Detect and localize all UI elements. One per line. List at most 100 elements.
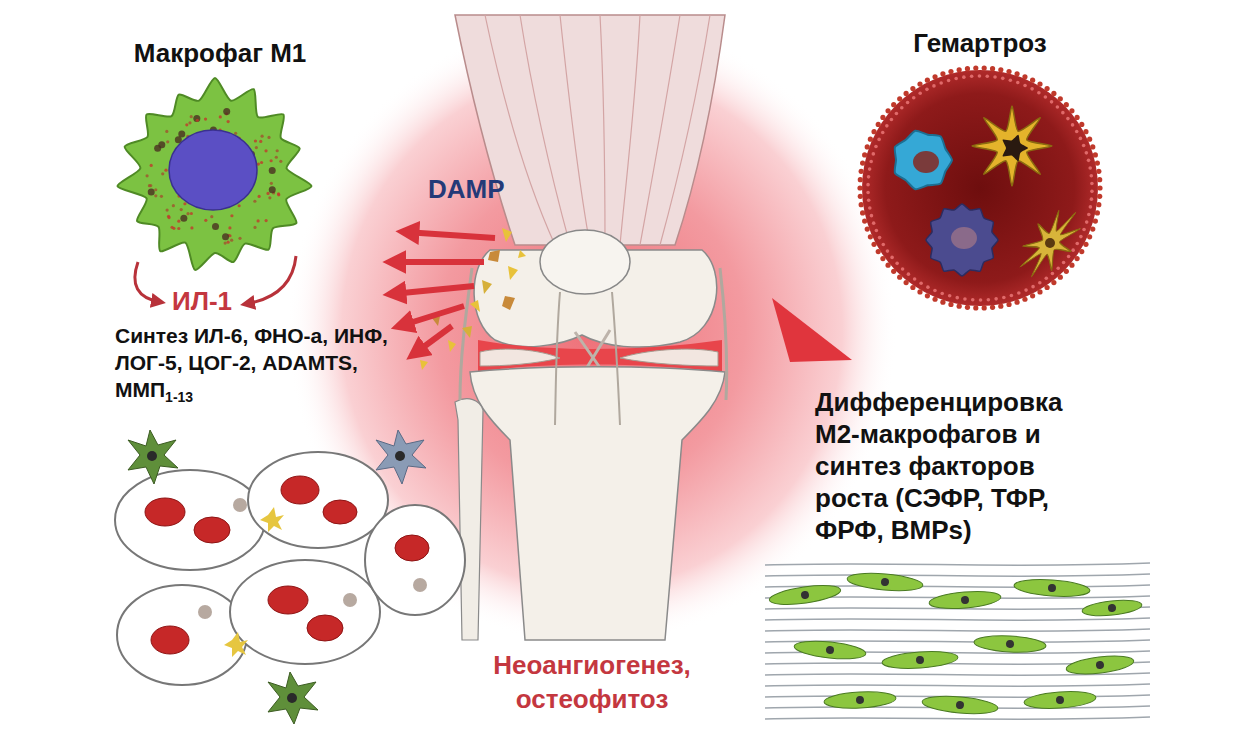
cartilage-debris bbox=[420, 228, 526, 370]
rim-dot bbox=[881, 243, 885, 247]
rim-dot bbox=[957, 304, 962, 309]
tissue-cell bbox=[117, 585, 247, 685]
rim-dot bbox=[1097, 194, 1102, 199]
granule bbox=[275, 156, 278, 159]
granule bbox=[204, 219, 207, 222]
rim-dot bbox=[876, 122, 881, 127]
fibroblast bbox=[1065, 653, 1134, 677]
yellow-cell bbox=[224, 632, 248, 657]
granule bbox=[196, 119, 199, 122]
debris-particle bbox=[482, 280, 492, 294]
knee-joint bbox=[455, 15, 727, 640]
tissue-cell bbox=[365, 505, 465, 615]
rim-dot bbox=[1082, 228, 1086, 232]
rim-dot bbox=[910, 86, 915, 91]
granule bbox=[230, 239, 233, 242]
granule bbox=[180, 215, 187, 222]
rim-dot bbox=[955, 296, 959, 300]
granule bbox=[180, 208, 183, 211]
rim-dot bbox=[948, 69, 953, 74]
rim-dot bbox=[1045, 285, 1050, 290]
granule bbox=[276, 149, 279, 152]
rim-dot bbox=[1090, 182, 1094, 186]
rim-dot bbox=[990, 305, 995, 310]
rim-dot bbox=[926, 285, 930, 289]
granule bbox=[228, 226, 231, 229]
granule bbox=[277, 193, 280, 196]
small-cell bbox=[413, 578, 427, 592]
rim-dot bbox=[907, 272, 911, 276]
rim-dot bbox=[1071, 248, 1075, 252]
cell-nucleus bbox=[1045, 238, 1055, 248]
rim-dot bbox=[859, 202, 864, 207]
damp-arrow bbox=[392, 286, 474, 294]
rim-dot bbox=[878, 236, 882, 240]
rim-dot bbox=[867, 175, 871, 179]
granule bbox=[212, 223, 219, 230]
rim-dot bbox=[925, 78, 930, 83]
granule bbox=[264, 149, 267, 152]
rim-dot bbox=[895, 112, 899, 116]
granule bbox=[270, 182, 273, 185]
rim-dot bbox=[1022, 74, 1027, 79]
red-blood-cell bbox=[268, 586, 308, 614]
debris-particle bbox=[470, 300, 480, 312]
rim-dot bbox=[917, 81, 922, 86]
inflamed-tissue bbox=[115, 430, 465, 724]
rim-dot bbox=[1038, 281, 1042, 285]
damp-arrows bbox=[392, 232, 495, 354]
granule bbox=[226, 241, 229, 244]
damp-arrow bbox=[414, 326, 452, 354]
rim-dot bbox=[1096, 169, 1101, 174]
rim-dot bbox=[860, 160, 865, 165]
rim-dot bbox=[1087, 234, 1092, 239]
small-cell bbox=[198, 605, 212, 619]
rim-dot bbox=[1044, 95, 1048, 99]
rim-dot bbox=[971, 298, 975, 302]
rim-dot bbox=[1074, 115, 1079, 120]
rim-dot bbox=[891, 102, 896, 107]
granule bbox=[253, 226, 256, 229]
differentiation-note-box: Дифференцировка М2-макрофагов и синтез ф… bbox=[815, 386, 1095, 546]
granule bbox=[238, 237, 241, 240]
debris-particle bbox=[508, 266, 518, 280]
granule bbox=[269, 186, 276, 193]
rim-dot bbox=[962, 75, 966, 79]
rim-dot bbox=[868, 234, 873, 239]
granule bbox=[222, 233, 229, 240]
stellate-cell bbox=[376, 430, 426, 484]
blood-circle bbox=[862, 70, 1098, 306]
cell-membrane bbox=[118, 78, 312, 270]
hemarthrosis-circle: Гемартроз bbox=[830, 28, 1130, 328]
rim-dot bbox=[954, 77, 958, 81]
outcome-label-box: Неоангиогенез, остеофитоз bbox=[472, 648, 712, 716]
rim-dot bbox=[1083, 129, 1088, 134]
rim-dot bbox=[982, 305, 987, 310]
granule bbox=[154, 188, 157, 191]
granule bbox=[154, 194, 157, 197]
rim-dot bbox=[939, 81, 943, 85]
rim-dot bbox=[1079, 122, 1084, 127]
cell-nucleus bbox=[287, 693, 297, 703]
granule bbox=[183, 202, 186, 205]
cell-nucleus bbox=[913, 151, 939, 173]
rim-dot bbox=[1016, 81, 1020, 85]
rim-dot bbox=[866, 191, 870, 195]
rim-dot bbox=[1024, 288, 1028, 292]
rim-dot bbox=[1058, 275, 1063, 280]
granule bbox=[270, 159, 273, 162]
rim-dot bbox=[970, 75, 974, 79]
rim-dot bbox=[897, 275, 902, 280]
node-outline bbox=[830, 28, 1130, 328]
fibroblast bbox=[1081, 598, 1142, 618]
rim-dot bbox=[932, 74, 937, 79]
granule bbox=[254, 139, 257, 142]
rim-dot bbox=[1058, 96, 1063, 101]
rim-dot bbox=[906, 101, 910, 105]
rim-dot bbox=[867, 198, 871, 202]
rim-dot bbox=[874, 145, 878, 149]
rim-dot bbox=[1030, 78, 1035, 83]
stellate-cell bbox=[268, 672, 318, 724]
rim-dot bbox=[963, 297, 967, 301]
rim-dot bbox=[868, 137, 873, 142]
